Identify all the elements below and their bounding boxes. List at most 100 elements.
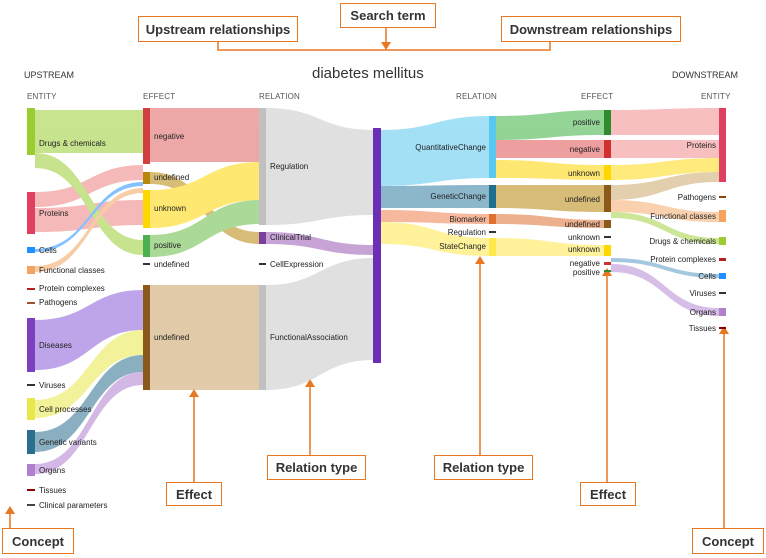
node-clinical-parameters[interactable] xyxy=(27,504,35,506)
center-node[interactable] xyxy=(373,128,381,363)
label-down-effect-1: negative xyxy=(570,145,601,154)
callout-concept-left: Concept xyxy=(2,528,74,554)
upstream-relation-nodes xyxy=(259,108,266,390)
node-effect-positive[interactable] xyxy=(143,235,150,257)
node-relation-clinical-trial[interactable] xyxy=(259,232,266,244)
label-up-effect-0: negative xyxy=(154,132,185,141)
callout-relation-right: Relation type xyxy=(434,455,533,480)
node-tissues[interactable] xyxy=(27,489,35,491)
node-entity-viruses-r[interactable] xyxy=(719,292,726,294)
upstream-effect-flows xyxy=(150,108,260,390)
node-relation-quantitative-change[interactable] xyxy=(489,116,496,178)
node-effect-undefined-2[interactable] xyxy=(143,263,150,265)
label-up-effect-5: undefined xyxy=(154,333,189,342)
label-down-entity-7: Organs xyxy=(690,308,716,317)
callout-downstream: Downstream relationships xyxy=(501,16,681,42)
node-effect-unknown[interactable] xyxy=(143,190,150,228)
node-effect-unknown-r3[interactable] xyxy=(604,245,611,256)
node-effect-negative-r2[interactable] xyxy=(604,262,611,265)
label-down-effect-6: unknown xyxy=(568,245,600,254)
downstream-header: DOWNSTREAM xyxy=(672,70,738,80)
node-cells[interactable] xyxy=(27,247,35,253)
node-cell-processes[interactable] xyxy=(27,398,35,420)
label-up-entity-3: Functional classes xyxy=(39,266,105,275)
node-effect-unknown-r[interactable] xyxy=(604,165,611,180)
top-bracket xyxy=(217,42,551,51)
col-entity-left: ENTITY xyxy=(27,92,57,101)
label-down-effect-5: unknown xyxy=(568,233,600,242)
downstream-entity-nodes xyxy=(719,108,726,329)
node-drugs[interactable] xyxy=(27,108,35,155)
label-down-effect-7: negative xyxy=(570,259,601,268)
downstream-effect-flows xyxy=(496,110,604,256)
node-effect-positive-r[interactable] xyxy=(604,110,611,135)
label-up-entity-1: Proteins xyxy=(39,209,68,218)
label-down-effect-8: positive xyxy=(573,268,601,277)
node-effect-positive-r2[interactable] xyxy=(604,270,611,272)
label-up-entity-0: Drugs & chemicals xyxy=(39,139,106,148)
upstream-effect-nodes xyxy=(143,108,150,390)
label-down-relation-4: StateChange xyxy=(439,242,486,251)
label-up-entity-5: Pathogens xyxy=(39,298,77,307)
label-down-effect-0: positive xyxy=(573,118,601,127)
node-effect-negative-r[interactable] xyxy=(604,140,611,158)
node-effect-unknown-r2[interactable] xyxy=(604,236,611,238)
node-pathogens[interactable] xyxy=(27,302,35,304)
node-effect-undefined-3[interactable] xyxy=(143,285,150,390)
node-protein-complexes[interactable] xyxy=(27,288,35,290)
label-down-relation-3: Regulation xyxy=(448,228,486,237)
callout-relation-left: Relation type xyxy=(267,455,366,480)
node-entity-proteins-r[interactable] xyxy=(719,108,726,182)
node-genetic-variants[interactable] xyxy=(27,430,35,454)
col-relation-right: RELATION xyxy=(456,92,498,101)
node-effect-undefined-r[interactable] xyxy=(604,185,611,212)
label-down-entity-4: Protein complexes xyxy=(650,255,716,264)
label-up-entity-9: Genetic variants xyxy=(39,438,97,447)
label-up-entity-4: Protein complexes xyxy=(39,284,105,293)
upstream-header: UPSTREAM xyxy=(24,70,75,80)
label-up-effect-1: undefined xyxy=(154,173,189,182)
label-down-relation-2: Biomarker xyxy=(450,215,487,224)
upstream-entity-nodes xyxy=(27,108,35,506)
label-up-relation-0: Regulation xyxy=(270,162,308,171)
node-relation-genetic-change[interactable] xyxy=(489,185,496,208)
label-down-effect-3: undefined xyxy=(565,195,600,204)
node-relation-state-change[interactable] xyxy=(489,238,496,256)
label-down-entity-2: Functional classes xyxy=(650,212,716,221)
node-effect-negative[interactable] xyxy=(143,108,150,164)
node-relation-cell-expression[interactable] xyxy=(259,263,266,265)
node-entity-pathogens-r[interactable] xyxy=(719,196,726,198)
label-up-effect-4: undefined xyxy=(154,260,189,269)
label-up-entity-10: Organs xyxy=(39,466,65,475)
node-effect-undefined[interactable] xyxy=(143,172,150,184)
node-relation-regulation[interactable] xyxy=(259,108,266,225)
node-proteins[interactable] xyxy=(27,192,35,234)
col-effect-right: EFFECT xyxy=(581,92,614,101)
callout-effect-left: Effect xyxy=(166,482,222,506)
node-entity-tissues-r[interactable] xyxy=(719,327,726,329)
node-entity-drugs-r[interactable] xyxy=(719,237,726,245)
node-organs[interactable] xyxy=(27,464,35,476)
label-up-entity-8: Cell processes xyxy=(39,405,91,414)
label-up-entity-11: Tissues xyxy=(39,486,66,495)
label-up-relation-2: CellExpression xyxy=(270,260,323,269)
node-entity-organs-r[interactable] xyxy=(719,308,726,316)
node-effect-undefined-r2[interactable] xyxy=(604,220,611,228)
node-functional-classes[interactable] xyxy=(27,266,35,274)
upstream-relation-flows xyxy=(266,108,374,390)
callout-effect-right: Effect xyxy=(580,482,636,506)
node-relation-regulation-2[interactable] xyxy=(489,231,496,233)
node-entity-cells-r[interactable] xyxy=(719,273,726,279)
node-relation-biomarker[interactable] xyxy=(489,214,496,224)
label-down-entity-6: Viruses xyxy=(689,289,716,298)
label-up-entity-12: Clinical parameters xyxy=(39,501,107,510)
node-entity-functional-classes-r[interactable] xyxy=(719,210,726,222)
col-entity-right: ENTITY xyxy=(701,92,731,101)
node-relation-functional-association[interactable] xyxy=(259,285,266,390)
node-entity-protein-complexes-r[interactable] xyxy=(719,258,726,261)
label-down-effect-2: unknown xyxy=(568,169,600,178)
node-viruses[interactable] xyxy=(27,384,35,386)
node-diseases[interactable] xyxy=(27,318,35,372)
label-down-entity-1: Pathogens xyxy=(678,193,716,202)
